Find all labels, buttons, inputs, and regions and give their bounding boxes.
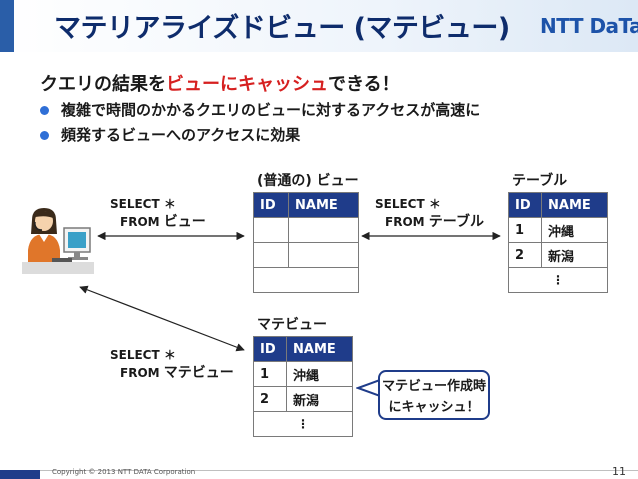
- table-header-row: ID NAME: [253, 336, 353, 362]
- bullet-item: 頻発するビューへのアクセスに効果: [40, 124, 300, 145]
- table-row: 1 沖縄: [508, 217, 608, 243]
- title-accent: [0, 0, 14, 52]
- table-row: [253, 267, 359, 293]
- sql-from-keyword: FROM: [385, 215, 425, 229]
- table-cell: [253, 217, 289, 243]
- table-row: ⋮: [508, 267, 608, 293]
- lead-text: クエリの結果をビューにキャッシュできる！: [40, 70, 400, 96]
- bullet-dot-icon: [40, 131, 49, 140]
- sql-select-view: SELECT ＊ FROM ビュー: [110, 195, 206, 231]
- cell-name: 新潟: [541, 242, 608, 268]
- sql-select-table: SELECT ＊ FROM テーブル: [375, 195, 484, 231]
- header-name: NAME: [286, 336, 353, 362]
- sql-from-target: マテビュー: [163, 365, 234, 381]
- sql-select-line: SELECT ＊: [375, 197, 441, 211]
- lead-post: できる！: [328, 74, 400, 95]
- lead-highlight: ビューにキャッシュ: [166, 74, 328, 95]
- callout-box: マテビュー作成時 にキャッシュ！: [378, 370, 490, 420]
- table-header-row: ID NAME: [253, 192, 359, 218]
- normal-view-caption: (普通の) ビュー: [257, 173, 359, 189]
- cell-name: 沖縄: [286, 361, 353, 387]
- table-row: [253, 242, 359, 268]
- sql-from-target: テーブル: [428, 214, 484, 230]
- footer-accent: [0, 470, 40, 479]
- sql-from-line: FROM テーブル: [375, 213, 484, 231]
- cell-id: 1: [508, 217, 542, 243]
- cell-id: 1: [253, 361, 287, 387]
- sql-select-matview: SELECT ＊ FROM マテビュー: [110, 346, 234, 382]
- user-at-computer-icon: [22, 208, 94, 274]
- table-row: 1 沖縄: [253, 361, 353, 387]
- table-row: ⋮: [253, 411, 353, 437]
- table-row: 2 新潟: [508, 242, 608, 268]
- header-id: ID: [508, 192, 542, 218]
- cell-id: 2: [253, 386, 287, 412]
- sql-select-line: SELECT ＊: [110, 197, 176, 211]
- header-name: NAME: [288, 192, 359, 218]
- sql-from-keyword: FROM: [120, 366, 160, 380]
- more-rows-indicator: ⋮: [508, 267, 608, 293]
- cell-name: 新潟: [286, 386, 353, 412]
- callout-line2: にキャッシュ！: [388, 400, 480, 415]
- header-id: ID: [253, 192, 289, 218]
- table-row: [253, 217, 359, 243]
- ntt-data-logo: NTT DaTa: [540, 14, 638, 38]
- normal-view-table: ID NAME: [253, 192, 359, 293]
- lead-pre: クエリの結果を: [40, 74, 166, 95]
- callout-line1: マテビュー作成時: [381, 379, 486, 394]
- table-cell: [253, 267, 359, 293]
- copyright-text: Copyright © 2013 NTT DATA Corporation: [52, 468, 196, 476]
- matview-caption: マテビュー: [257, 317, 327, 333]
- base-table: ID NAME 1 沖縄 2 新潟 ⋮: [508, 192, 608, 293]
- table-cell: [288, 242, 359, 268]
- sql-from-keyword: FROM: [120, 215, 160, 229]
- base-table-caption: テーブル: [512, 173, 568, 189]
- sql-from-line: FROM ビュー: [110, 213, 206, 231]
- more-rows-indicator: ⋮: [253, 411, 353, 437]
- cell-id: 2: [508, 242, 542, 268]
- footer-rule: [0, 470, 638, 471]
- header-name: NAME: [541, 192, 608, 218]
- table-row: 2 新潟: [253, 386, 353, 412]
- table-header-row: ID NAME: [508, 192, 608, 218]
- bullet-item: 複雑で時間のかかるクエリのビューに対するアクセスが高速に: [40, 99, 480, 120]
- bullet-text: 頻発するビューへのアクセスに効果: [61, 126, 301, 144]
- arrow-user-matview: [79, 285, 245, 352]
- table-cell: [288, 217, 359, 243]
- bullet-text: 複雑で時間のかかるクエリのビューに対するアクセスが高速に: [61, 101, 481, 119]
- cell-name: 沖縄: [541, 217, 608, 243]
- title-bar: [0, 0, 638, 52]
- sql-from-line: FROM マテビュー: [110, 364, 234, 382]
- matview-table: ID NAME 1 沖縄 2 新潟 ⋮: [253, 336, 353, 437]
- table-cell: [253, 242, 289, 268]
- page-number: 11: [612, 465, 626, 478]
- slide-title: マテリアライズドビュー (マテビュー): [54, 13, 510, 44]
- sql-select-line: SELECT ＊: [110, 348, 176, 362]
- bullet-dot-icon: [40, 106, 49, 115]
- header-id: ID: [253, 336, 287, 362]
- sql-from-target: ビュー: [163, 214, 206, 230]
